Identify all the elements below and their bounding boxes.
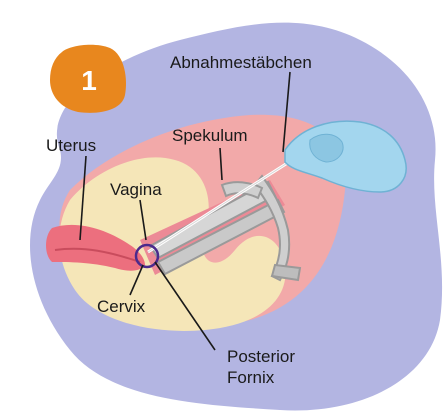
label-cervix: Cervix [97,297,146,316]
label-posterior-fornix-line1: Posterior [227,347,295,366]
label-speculum: Spekulum [172,126,248,145]
label-swab: Abnahmestäbchen [170,53,312,72]
label-vagina: Vagina [110,180,162,199]
label-posterior-fornix-line2: Fornix [227,368,275,387]
step-number: 1 [81,65,97,96]
label-uterus: Uterus [46,136,96,155]
